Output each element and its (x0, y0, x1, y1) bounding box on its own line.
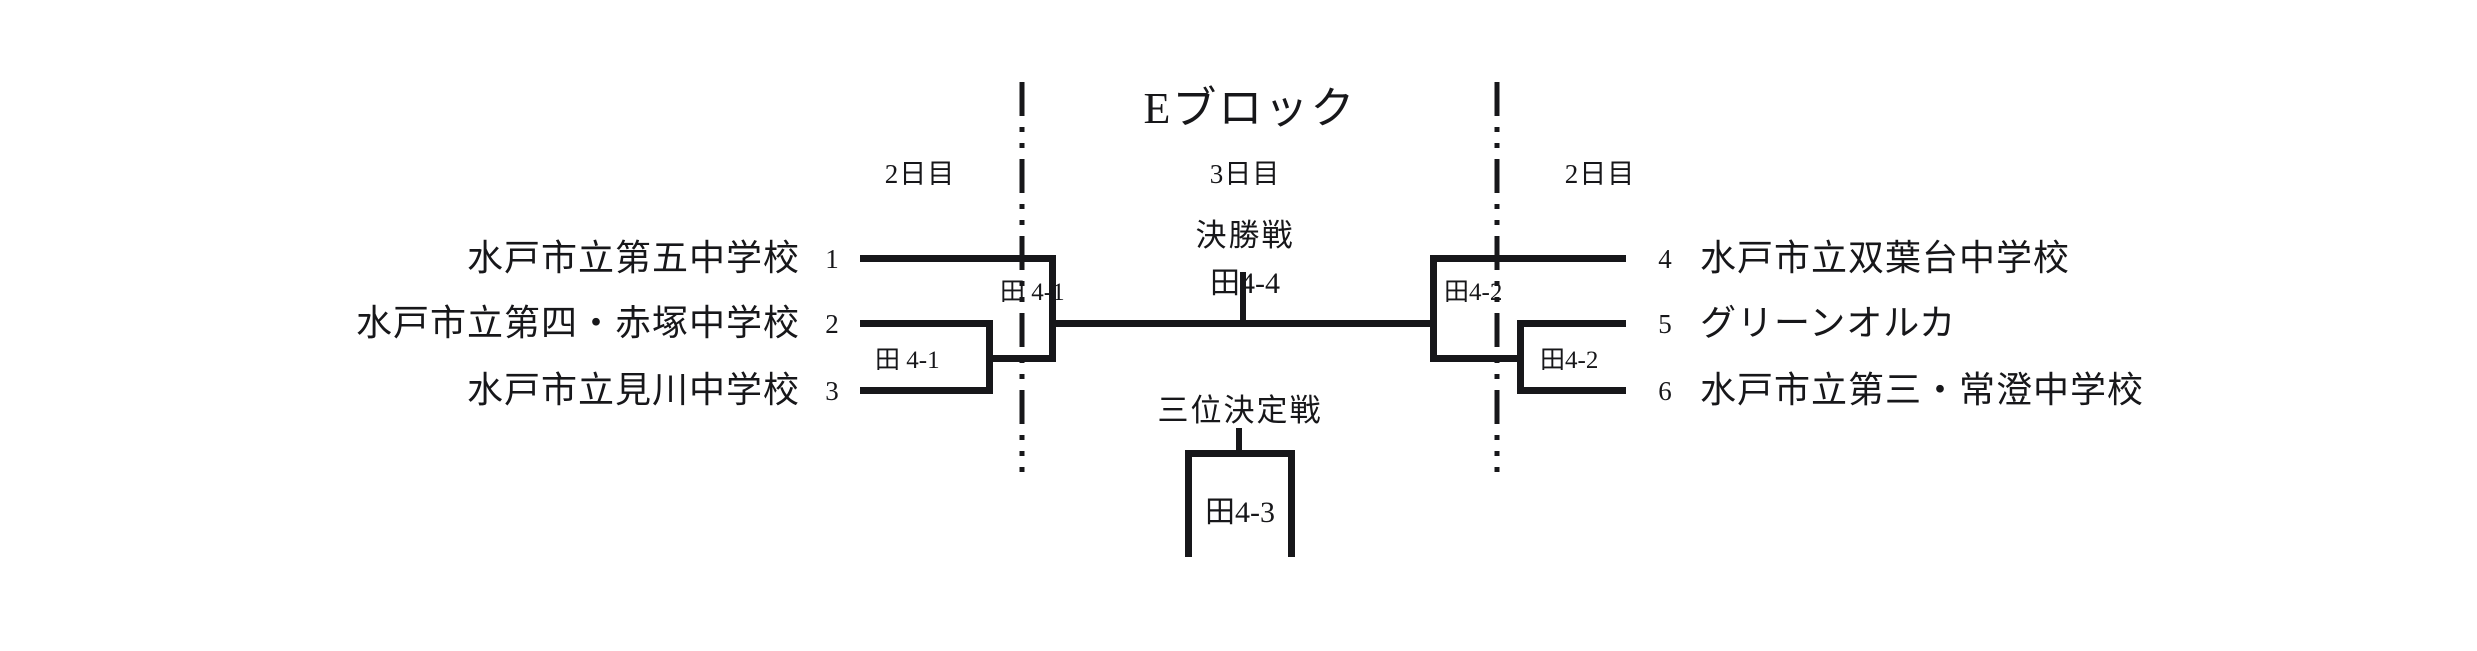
seed-number-2: 2 (825, 309, 839, 339)
day-divider-left (1019, 82, 1025, 472)
day-label-left: 2日目 (884, 159, 956, 189)
team-name-2: 水戸市立第四・赤塚中学校 (355, 303, 800, 343)
team-entry-6: 水戸市立第三・常澄中学校 (1700, 372, 2460, 416)
team-entry-5: グリーンオルカ (1700, 305, 2460, 349)
match-label-right-quarterfinal: 田4-2 (1540, 347, 1599, 374)
bracket-line-team-5 (1517, 320, 1626, 327)
page-title: Eブロック (1143, 84, 1357, 133)
bracket-line-winner-5v6 (1430, 355, 1524, 362)
match-label-left-quarterfinal: 田 4-1 (875, 347, 940, 374)
match-label-left-semifinal: 田 4-1 (1000, 279, 1065, 306)
final-section-label: 決勝戦 (1195, 218, 1295, 253)
day-label-center: 3日目 (1209, 159, 1281, 189)
team-name-1: 水戸市立第五中学校 (466, 238, 800, 278)
seed-number-4: 4 (1658, 244, 1672, 274)
third-place-bracket-left-leg (1185, 450, 1192, 557)
third-place-bracket-right-leg (1288, 450, 1295, 557)
team-name-3: 水戸市立見川中学校 (466, 370, 800, 410)
bracket-line-team-1 (860, 255, 1056, 262)
bracket-join-right-semifinal (1430, 255, 1437, 362)
third-place-match-code: 田4-3 (1205, 496, 1275, 529)
seed-number-3: 3 (825, 376, 839, 406)
day-divider-right (1494, 82, 1500, 472)
bracket-line-team-2 (860, 320, 993, 327)
seed-number-6: 6 (1658, 376, 1672, 406)
bracket-line-team-4 (1430, 255, 1626, 262)
team-entry-3: 水戸市立見川中学校 (100, 372, 800, 416)
seed-number-5: 5 (1658, 309, 1672, 339)
final-match-tick (1240, 272, 1246, 322)
bracket-line-team-6 (1517, 387, 1626, 394)
match-label-right-semifinal: 田4-2 (1444, 279, 1503, 306)
team-name-5: グリーンオルカ (1700, 303, 1957, 343)
team-entry-4: 水戸市立双葉台中学校 (1700, 240, 2460, 284)
bracket-line-final (1049, 320, 1437, 327)
team-name-4: 水戸市立双葉台中学校 (1700, 238, 2071, 278)
day-label-right: 2日目 (1564, 159, 1636, 189)
team-entry-2: 水戸市立第四・赤塚中学校 (100, 305, 800, 349)
bracket-line-team-3 (860, 387, 993, 394)
bracket-line-winner-2v3 (986, 355, 1056, 362)
third-place-match-tick (1236, 428, 1242, 456)
team-entry-1: 水戸市立第五中学校 (100, 240, 800, 284)
third-place-bracket-top (1185, 450, 1295, 457)
team-name-6: 水戸市立第三・常澄中学校 (1700, 370, 2145, 410)
seed-number-1: 1 (825, 244, 839, 274)
final-match-code: 田4-4 (1210, 267, 1280, 300)
bracket-join-left-semifinal (1049, 255, 1056, 362)
third-place-section-label: 三位決定戦 (1157, 393, 1323, 428)
